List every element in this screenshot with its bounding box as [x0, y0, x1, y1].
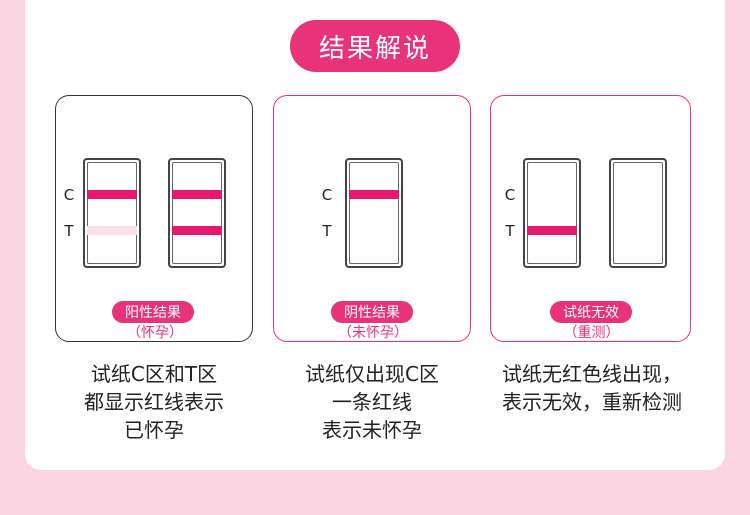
description-line: 试纸C区和T区 — [90, 362, 218, 386]
control-line-label: C — [321, 186, 333, 204]
test-strip — [345, 158, 403, 268]
description-line: 一条红线 — [332, 390, 412, 414]
test-band — [527, 226, 577, 235]
result-panel-invalid: C T 试纸无效 （重测） — [490, 95, 691, 342]
test-line-label: T — [64, 222, 74, 240]
section-title: 结果解说 — [290, 20, 460, 72]
result-badge: 试纸无效 — [550, 301, 632, 323]
description-line: 都显示红线表示 — [84, 390, 224, 414]
result-panel-positive: C T 阳性结果 （怀孕） — [55, 95, 253, 342]
control-line-label: C — [63, 186, 75, 204]
control-band — [87, 190, 137, 199]
test-strip — [83, 158, 141, 268]
control-band — [349, 190, 399, 199]
description-line: 试纸仅出现C区 — [305, 362, 439, 386]
test-strip — [523, 158, 581, 268]
test-line-label: T — [322, 222, 332, 240]
description-line: 表示无效，重新检测 — [502, 390, 682, 414]
result-description-positive: 试纸C区和T区 都显示红线表示 已怀孕 — [55, 360, 253, 444]
result-badge: 阳性结果 — [112, 301, 194, 323]
test-strip — [168, 158, 226, 268]
test-band — [172, 226, 222, 235]
control-band — [172, 190, 222, 199]
result-description-negative: 试纸仅出现C区 一条红线 表示未怀孕 — [273, 360, 471, 444]
result-subtitle: （未怀孕） — [338, 325, 408, 341]
test-line-label: T — [505, 222, 515, 240]
result-description-invalid: 试纸无红色线出现， 表示无效，重新检测 — [482, 360, 702, 416]
result-badge: 阴性结果 — [331, 301, 413, 323]
faint-test-band — [87, 226, 137, 235]
test-strip — [609, 158, 667, 268]
result-subtitle: （怀孕） — [127, 325, 183, 341]
description-line: 已怀孕 — [124, 418, 184, 442]
result-subtitle: （重测） — [563, 325, 620, 341]
description-line: 表示未怀孕 — [322, 418, 422, 442]
result-panel-negative: C T 阴性结果 （未怀孕） — [273, 95, 471, 342]
description-line: 试纸无红色线出现， — [502, 362, 682, 386]
control-line-label: C — [504, 186, 516, 204]
